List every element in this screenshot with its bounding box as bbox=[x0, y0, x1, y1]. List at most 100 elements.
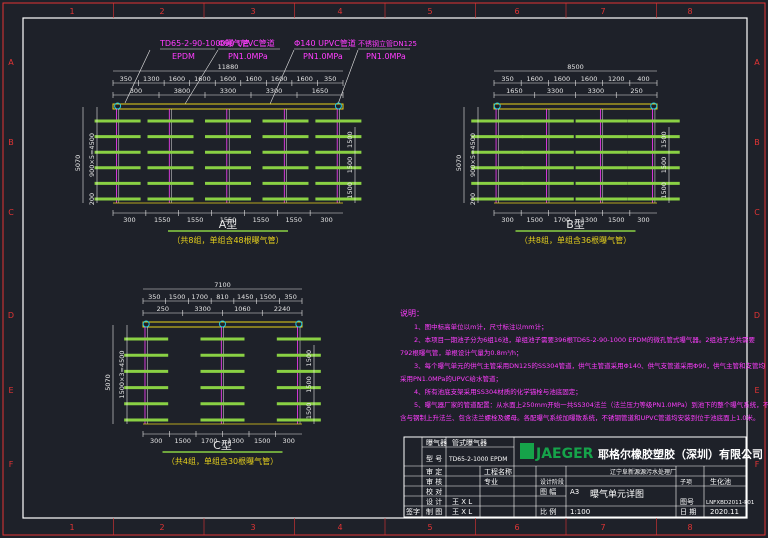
right-dim-value: 1500 bbox=[305, 350, 313, 367]
grid-row-label: C bbox=[8, 208, 14, 217]
note-line-8: 含与钢制上升法兰、包含法兰螺栓及螺母。各配曝气系统加曝散系统，不锈钢管道和UPV… bbox=[400, 413, 760, 422]
overall-dimension: 7100 bbox=[214, 281, 231, 289]
bottom-dim-value: 300 bbox=[283, 437, 295, 445]
grid-row-label: B bbox=[754, 138, 760, 147]
top-dim-row1-value: 350 bbox=[120, 75, 132, 83]
riser-connection bbox=[295, 320, 303, 328]
bottom-dim-value: 1700 bbox=[554, 216, 571, 224]
top-dim-row2-value: 3300 bbox=[220, 87, 237, 95]
note-line-4: 3、每个曝气单元的供气主管采用DN125的SS304管道，供气主管道采用Φ140… bbox=[414, 361, 765, 370]
top-dim-row2-value: 1060 bbox=[234, 305, 251, 313]
grid-col-label: 1 bbox=[69, 7, 74, 16]
top-dim-row2-value: 3800 bbox=[174, 87, 191, 95]
tb-label-approve: 审 定 bbox=[426, 467, 442, 476]
top-dim-row2-value: 300 bbox=[130, 87, 142, 95]
tb-signature-label: 签字 bbox=[406, 507, 420, 516]
notes-heading: 说明： bbox=[400, 308, 424, 318]
left-dim-spacing: 1500×3=4500 bbox=[118, 350, 126, 398]
bottom-dim-value: 300 bbox=[123, 216, 135, 224]
bottom-dim-value: 300 bbox=[320, 216, 332, 224]
tb-label-aerator: 曝气器 bbox=[426, 438, 447, 447]
right-dim-value: 1500 bbox=[660, 182, 668, 199]
left-dim-overall: 5070 bbox=[74, 155, 82, 172]
view-subtitle: （共8组，单组含36根曝气管） bbox=[520, 235, 631, 245]
grid-row-label: E bbox=[8, 386, 13, 395]
top-dim-row2-value: 2240 bbox=[274, 305, 291, 313]
grid-col-label: 2 bbox=[159, 7, 164, 16]
grid-col-label: 8 bbox=[687, 7, 692, 16]
note-line-3: 792根曝气管，单根设计气量为0.8m³/h； bbox=[400, 348, 523, 357]
grid-col-label: 6 bbox=[514, 523, 519, 532]
grid-row-label: F bbox=[9, 460, 14, 469]
top-dim-row1-value: 1600 bbox=[296, 75, 313, 83]
top-dim-row1-value: 350 bbox=[324, 75, 336, 83]
main-header-pipe bbox=[112, 103, 344, 110]
right-dim-value: 1500 bbox=[305, 376, 313, 393]
grid-col-label: 7 bbox=[600, 523, 605, 532]
right-dim-value: 1500 bbox=[346, 182, 354, 199]
left-dim-overall: 5070 bbox=[104, 374, 112, 391]
callout-pipe90: Φ90 UPVC管道 bbox=[218, 38, 275, 48]
tb-value-model: TD65-2-1000 EPDM bbox=[448, 456, 507, 463]
tb-label-discipline: 专业 bbox=[484, 477, 498, 486]
grid-row-label: B bbox=[8, 138, 14, 147]
grid-col-label: 8 bbox=[687, 523, 692, 532]
top-dim-row1-value: 1500 bbox=[260, 293, 277, 301]
top-dim-row2-value: 1650 bbox=[506, 87, 523, 95]
view-subtitle: （共4组，单组含30根曝气管） bbox=[167, 456, 278, 466]
grid-row-label: E bbox=[754, 386, 759, 395]
callout-pipe90-pressure: PN1.0MPa bbox=[228, 52, 268, 61]
note-line-7: 5、曝气器厂家的管道配置：从水面上250mm开始一共SS304法兰（法兰压力等级… bbox=[414, 400, 768, 409]
tb-value-subitem: 生化池 bbox=[710, 477, 731, 486]
left-dim-end: 200 bbox=[469, 193, 477, 205]
bottom-dim-value: 1550 bbox=[154, 216, 171, 224]
top-dim-row1-value: 1600 bbox=[194, 75, 211, 83]
tb-value-scale: 1:100 bbox=[570, 508, 590, 516]
top-dim-row1-value: 1600 bbox=[271, 75, 288, 83]
tb-label-date: 日 期 bbox=[680, 508, 696, 516]
tb-label-check: 校 对 bbox=[426, 487, 442, 496]
callout-steel-riser-pressure: PN1.0MPa bbox=[366, 52, 406, 61]
riser-connection bbox=[493, 102, 501, 110]
tb-value-project: 辽宁阜新源源污水处理厂 bbox=[610, 468, 676, 476]
bottom-dim-value: 300 bbox=[501, 216, 513, 224]
bottom-dim-value: 300 bbox=[637, 216, 649, 224]
left-dim-spacing: 900×5=4500 bbox=[88, 133, 96, 177]
riser-connection bbox=[334, 102, 342, 110]
note-line-5: 采用PN1.0MPa的UPVC给水管道； bbox=[400, 374, 502, 383]
callout-pipe140-pressure: PN1.0MPa bbox=[303, 52, 343, 61]
tb-value-aerator-type: 管式曝气器 bbox=[452, 438, 487, 447]
riser-connection bbox=[219, 320, 226, 328]
note-line-6: 4、所有池底支架采用SS304材质的化学锚栓与池底固定； bbox=[414, 387, 582, 396]
top-dim-row1-value: 1600 bbox=[220, 75, 237, 83]
grid-col-label: 3 bbox=[250, 7, 255, 16]
title-block: 曝气器 型 号 审 定 审 核 校 对 设 计 制 图 管式曝气器 TD65-2… bbox=[403, 436, 763, 518]
top-dim-row2-value: 3300 bbox=[194, 305, 211, 313]
tb-value-date: 2020.11 bbox=[710, 508, 739, 516]
company-logo-text: JAEGER bbox=[535, 446, 594, 462]
grid-col-label: 6 bbox=[514, 7, 519, 16]
top-dim-row1-value: 1300 bbox=[143, 75, 160, 83]
tb-label-drawing-number: 图号 bbox=[680, 498, 694, 506]
left-dim-spacing: 900×5=4500 bbox=[469, 133, 477, 177]
tb-value-sheet: A3 bbox=[570, 488, 579, 496]
grid-col-label: 2 bbox=[159, 523, 164, 532]
tb-label-stage: 设计阶段 bbox=[540, 478, 564, 486]
grid-col-label: 3 bbox=[250, 523, 255, 532]
grid-row-label: D bbox=[754, 311, 760, 320]
view-subtitle: （共8组，单组含48根曝气管） bbox=[172, 235, 283, 245]
grid-col-label: 7 bbox=[600, 7, 605, 16]
top-dim-row1-value: 1600 bbox=[169, 75, 186, 83]
top-dim-row1-value: 400 bbox=[637, 75, 649, 83]
grid-row-label: D bbox=[8, 311, 14, 320]
grid-col-label: 4 bbox=[337, 523, 342, 532]
top-dim-row1-value: 810 bbox=[216, 293, 228, 301]
view-title: A型 bbox=[219, 217, 238, 231]
bottom-dim-value: 1550 bbox=[253, 216, 270, 224]
callout-aeration-tube-material: EPDM bbox=[172, 52, 195, 61]
leader-aeration-tube bbox=[124, 49, 151, 104]
riser-connection bbox=[114, 102, 122, 110]
grid-col-label: 4 bbox=[337, 7, 342, 16]
